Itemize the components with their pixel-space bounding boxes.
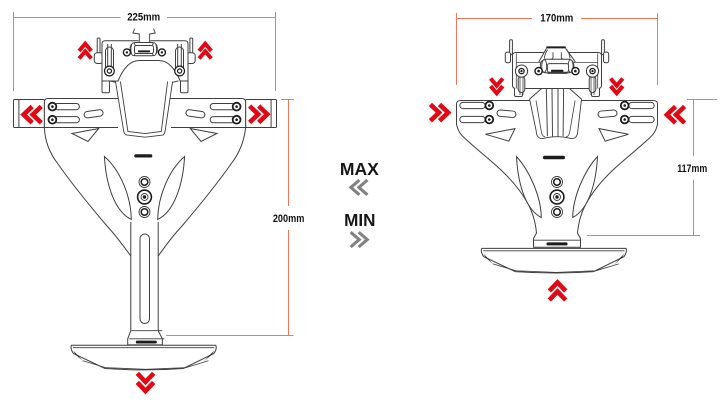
svg-text:225mm: 225mm	[127, 12, 160, 24]
svg-text:170mm: 170mm	[540, 12, 573, 24]
svg-text:117mm: 117mm	[677, 163, 707, 175]
svg-text:200mm: 200mm	[273, 213, 305, 225]
svg-text:MAX: MAX	[340, 159, 379, 179]
svg-text:MIN: MIN	[344, 210, 375, 230]
